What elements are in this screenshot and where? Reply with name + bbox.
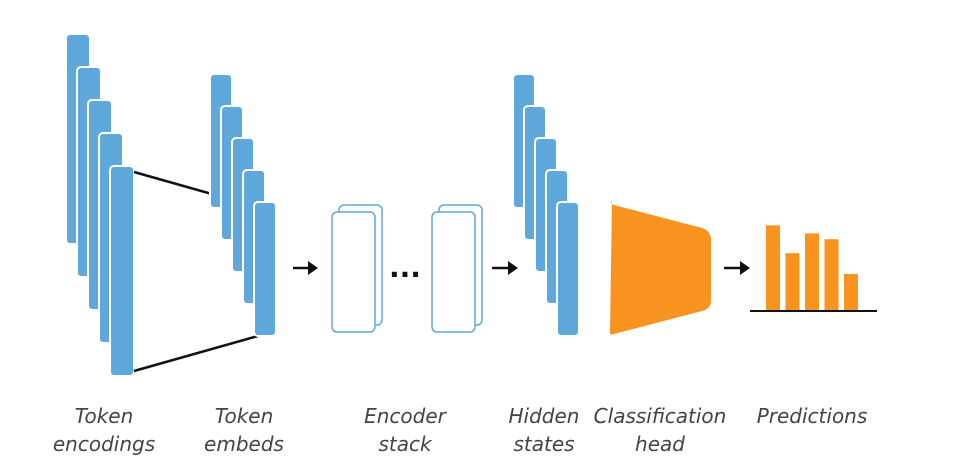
predictions-bar-chart [750, 225, 877, 312]
token-encodings-stack [65, 33, 135, 377]
prediction-bar-2 [785, 253, 800, 310]
arrow-encoder-to-hidden [492, 261, 518, 275]
hidden-state-vector-5 [556, 201, 580, 337]
token-embed-vector-5 [253, 201, 277, 337]
arrow-head-to-predictions [724, 261, 750, 275]
label-encoder-stack-line1: Encoder [364, 404, 446, 428]
label-token-encodings: Token encodings [53, 402, 155, 458]
label-encoder-stack-line2: stack [378, 432, 432, 456]
classification-head-shape [610, 200, 711, 335]
label-token-encodings-line1: Token [74, 404, 134, 428]
label-token-embeds: Token embeds [204, 402, 284, 458]
prediction-bar-5 [844, 274, 858, 310]
encoder-block-last [431, 204, 483, 333]
label-hidden-states: Hidden states [509, 402, 580, 458]
label-token-embeds-line1: Token [214, 404, 274, 428]
label-hidden-states-line1: Hidden [508, 404, 580, 428]
label-hidden-states-line2: states [513, 432, 575, 456]
token-encoding-vector-5 [109, 165, 135, 377]
label-predictions-line1: Predictions [756, 404, 868, 428]
prediction-bar-1 [766, 225, 780, 310]
prediction-bar-3 [805, 233, 819, 310]
label-classification-head-line1: Classification [593, 404, 727, 428]
hidden-states-stack [512, 73, 580, 337]
encoder-stack-blocks: ... [331, 204, 483, 333]
projection-line-bottom [133, 334, 259, 373]
arrow-embeds-to-encoder [293, 261, 318, 275]
label-token-embeds-line2: embeds [204, 432, 284, 456]
label-encoder-stack: Encoder stack [364, 402, 446, 458]
token-embeds-stack [209, 73, 277, 337]
label-token-encodings-line2: encodings [52, 432, 156, 456]
encoder-ellipsis: ... [389, 251, 421, 284]
flow-arrows [293, 261, 750, 275]
classification-head-trapezoid [610, 200, 711, 335]
label-predictions: Predictions [757, 402, 868, 430]
prediction-bar-4 [824, 239, 839, 310]
label-classification-head: Classification head [594, 402, 727, 458]
label-classification-head-line2: head [635, 432, 685, 456]
encoder-block-first [331, 204, 383, 333]
